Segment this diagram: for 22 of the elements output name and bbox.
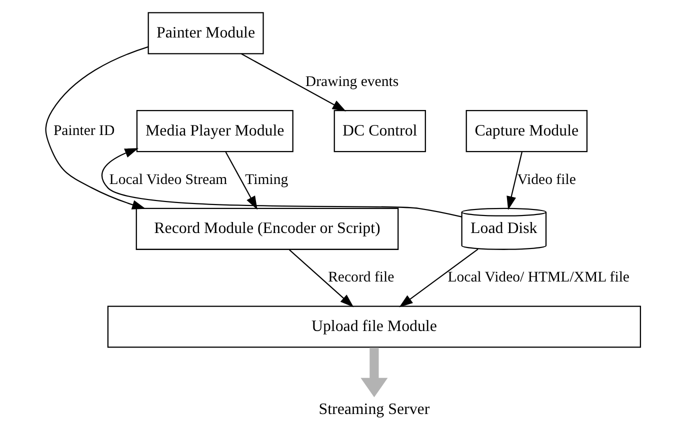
node-text: Streaming Server: [318, 401, 430, 418]
node-box: DC Control: [334, 110, 426, 152]
node-box: Painter Module: [148, 12, 264, 54]
arrow: [506, 152, 522, 210]
edge-label: Timing: [245, 172, 288, 188]
arrow: [225, 152, 258, 210]
edge-label: Painter ID: [53, 122, 115, 139]
edge-label: Video file: [517, 172, 576, 188]
node-box: Upload file Module: [107, 306, 642, 348]
node-box: Capture Module: [466, 110, 588, 152]
arrow: [101, 148, 462, 218]
edge-label: Local Video/ HTML/XML file: [448, 270, 630, 286]
edge-label: Record file: [328, 270, 394, 286]
node-box: Record Module (Encoder or Script): [136, 208, 399, 250]
arrow: [45, 46, 148, 210]
edge-label: Drawing events: [305, 74, 399, 90]
arrow: [289, 249, 354, 308]
arrow: [399, 248, 478, 308]
edge-label: Local Video Stream: [109, 172, 228, 188]
arrow: [360, 347, 388, 398]
node-box: Media Player Module: [136, 110, 294, 152]
arrow: [241, 53, 346, 112]
